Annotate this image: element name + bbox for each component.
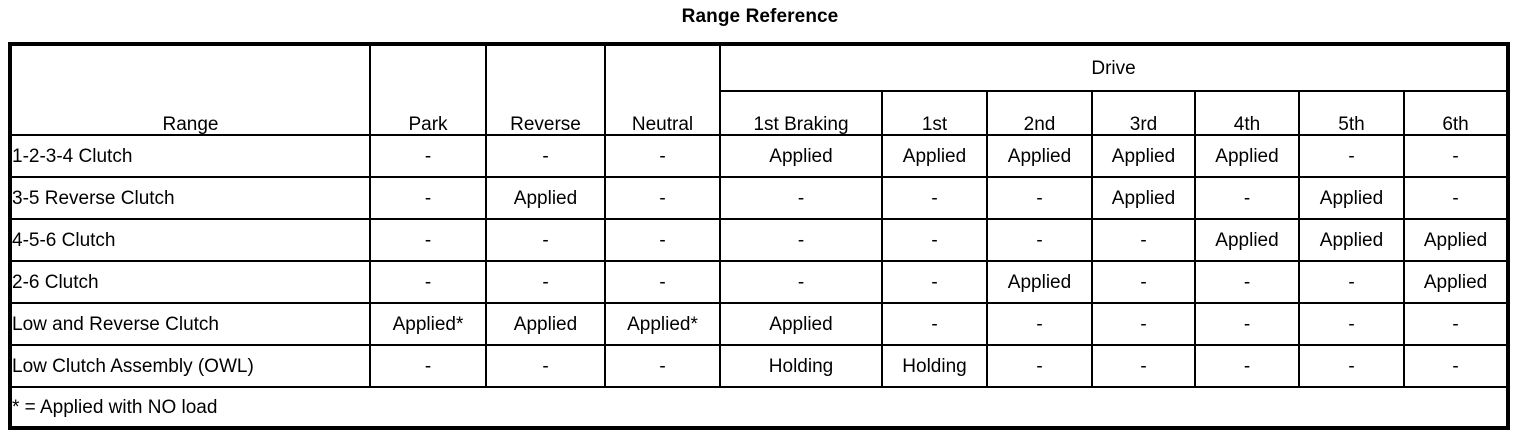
cell: - [604,176,721,220]
row-label: 3-5 Reverse Clutch [9,176,371,220]
cell: - [986,302,1093,346]
cell: - [369,344,487,388]
cell: Applied [986,134,1093,178]
cell: - [1402,134,1510,178]
cell: Applied [1298,218,1405,262]
cell: - [1091,260,1196,304]
cell: Applied* [604,302,721,346]
table-header: Range Park Reverse Neutral Drive 1st Bra… [9,43,1510,136]
cell: - [986,218,1093,262]
cell: Applied [1298,176,1405,220]
cell: - [1091,344,1196,388]
cell: - [1194,176,1300,220]
cell: - [604,218,721,262]
column-header-2nd: 2nd [986,90,1093,136]
column-header-1st-braking: 1st Braking [719,90,883,136]
cell: Holding [719,344,883,388]
cell: - [1298,302,1405,346]
table-row: 3-5 Reverse Clutch - Applied - - - - App… [9,176,1510,220]
cell: - [1194,344,1300,388]
cell: - [369,218,487,262]
cell: Applied [1091,134,1196,178]
column-header-range: Range [9,43,371,136]
cell: - [485,134,606,178]
cell: - [1402,302,1510,346]
row-label: 4-5-6 Clutch [9,218,371,262]
column-group-header-drive: Drive [718,43,1510,92]
cell: - [604,134,721,178]
table-row: 2-6 Clutch - - - - - Applied - - - Appli… [9,260,1510,304]
cell: - [604,260,721,304]
cell: Applied [881,134,988,178]
footnote-row: * = Applied with NO load [8,386,1510,429]
cell: - [1298,344,1405,388]
row-label: 1-2-3-4 Clutch [9,134,371,178]
cell: Applied [485,302,606,346]
page-title: Range Reference [681,6,839,27]
range-reference-table: Range Park Reverse Neutral Drive 1st Bra… [8,42,1511,430]
column-header-5th: 5th [1298,90,1405,136]
cell: Applied [1194,218,1300,262]
cell: - [719,260,883,304]
cell: Applied [986,260,1093,304]
column-header-3rd: 3rd [1091,90,1196,136]
cell: Applied [719,134,883,178]
cell: - [485,218,606,262]
cell: - [986,344,1093,388]
table-row: Low Clutch Assembly (OWL) - - - Holding … [9,344,1510,388]
row-label: Low Clutch Assembly (OWL) [9,344,371,388]
cell: - [881,218,988,262]
cell: Applied [1194,134,1300,178]
row-label: Low and Reverse Clutch [9,302,371,346]
cell: - [1402,344,1510,388]
cell: Applied [1402,260,1510,304]
cell: - [1194,260,1300,304]
table-row: Low and Reverse Clutch Applied* Applied … [9,302,1510,346]
cell: - [1091,302,1196,346]
row-label: 2-6 Clutch [9,260,371,304]
cell: - [1298,260,1405,304]
cell: - [485,260,606,304]
header-row-drive-subcolumns: 1st Braking 1st 2nd 3rd 4th 5th 6th [10,90,1510,136]
range-reference-table-container: Range Park Reverse Neutral Drive 1st Bra… [8,42,1511,430]
cell: - [1194,302,1300,346]
header-row-groups: Range Park Reverse Neutral Drive [9,43,1510,136]
column-header-reverse: Reverse [485,43,606,136]
footnote-text: * = Applied with NO load [8,386,1510,429]
cell: - [604,344,721,388]
cell: - [369,134,487,178]
cell: - [369,176,487,220]
cell: Applied [1091,176,1196,220]
cell: - [485,344,606,388]
column-header-neutral: Neutral [604,43,721,136]
cell: - [1298,134,1405,178]
cell: - [1402,176,1510,220]
cell: - [719,218,883,262]
cell: Applied [1402,218,1510,262]
cell: - [881,302,988,346]
cell: Applied* [369,302,487,346]
cell: Applied [719,302,883,346]
table-row: 1-2-3-4 Clutch - - - Applied Applied App… [9,134,1510,178]
cell: - [881,176,988,220]
column-header-1st: 1st [881,90,988,136]
cell: - [1091,218,1196,262]
column-header-park: Park [369,43,487,136]
cell: Holding [881,344,988,388]
cell: - [719,176,883,220]
cell: - [369,260,487,304]
table-row: 4-5-6 Clutch - - - - - - - Applied Appli… [9,218,1510,262]
cell: - [986,176,1093,220]
cell: - [881,260,988,304]
table-body: 1-2-3-4 Clutch - - - Applied Applied App… [8,134,1510,429]
column-header-6th: 6th [1402,90,1510,136]
cell: Applied [485,176,606,220]
column-header-4th: 4th [1194,90,1300,136]
